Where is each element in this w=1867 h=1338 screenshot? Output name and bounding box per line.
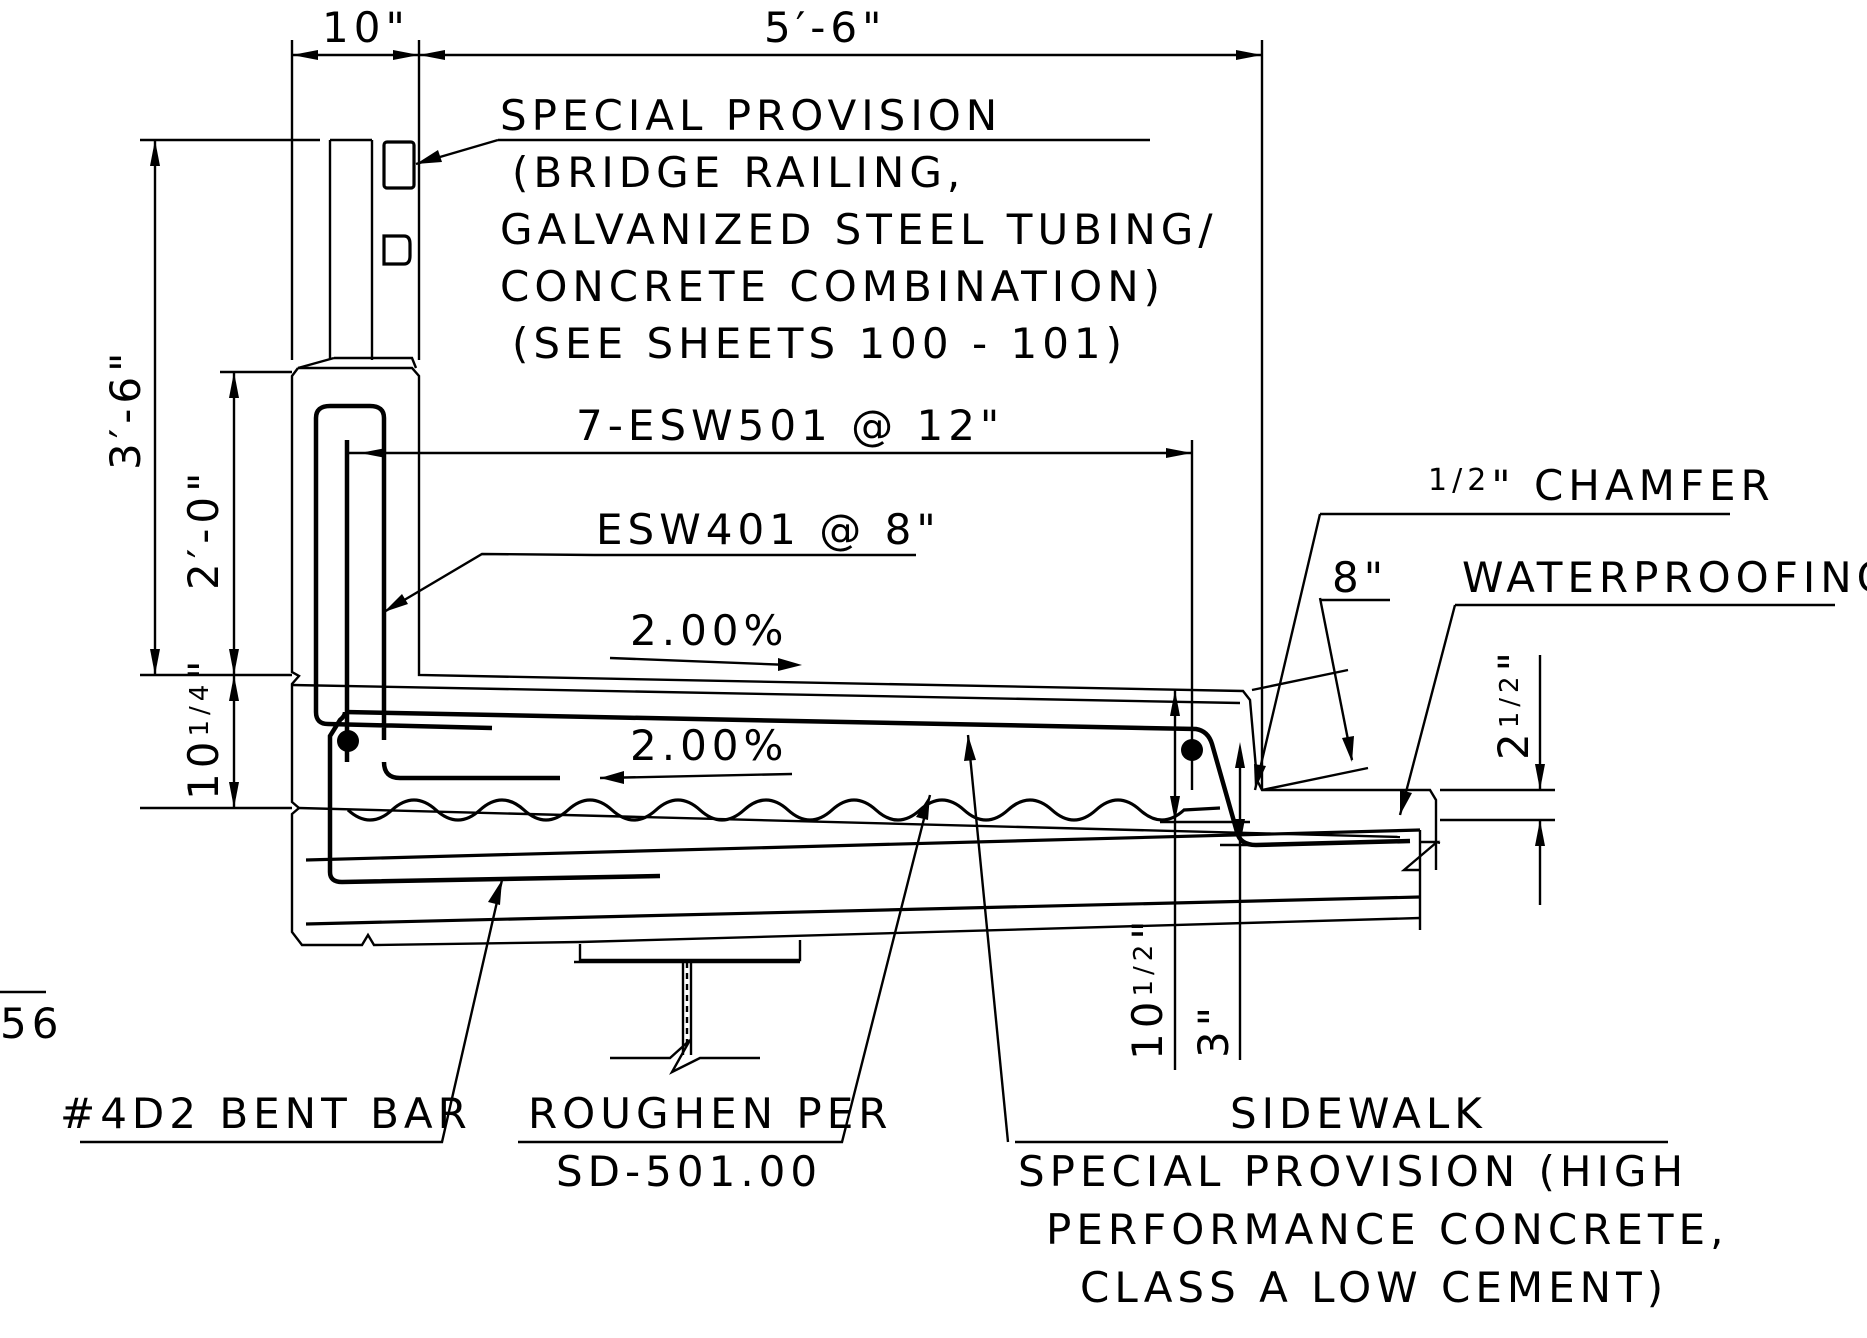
- esw401-label: ESW401 @ 8": [596, 505, 941, 554]
- concrete-outline: [290, 138, 1441, 964]
- rebar-labels: 7-ESW501 @ 12" ESW401 @ 8" 2.00% 2.00%: [576, 401, 1004, 770]
- sidewalk-label-line-3: PERFORMANCE CONCRETE,: [1046, 1205, 1728, 1254]
- dim-chamfer-offset: 8": [1332, 553, 1388, 602]
- dim-curb-offset: 3": [1189, 1002, 1238, 1058]
- dim-railing-width: 10": [322, 3, 410, 52]
- edge-fragment-label: 56: [0, 999, 63, 1048]
- waterproofing-label: WATERPROOFING: [1462, 553, 1867, 602]
- chamfer-label: 1/2" CHAMFER: [1428, 461, 1775, 510]
- railing-note-line-1: SPECIAL PROVISION: [500, 91, 1002, 140]
- dim-curb-height: 21/2": [1489, 647, 1538, 760]
- dimension-labels: 10" 5′-6" 3′-6" 2′-0" 101/4" 101/2" 3" 2…: [101, 3, 1538, 1060]
- slope-bottom-label: 2.00%: [630, 721, 788, 770]
- dimension-lines: [140, 40, 1555, 1070]
- esw501-label: 7-ESW501 @ 12": [576, 401, 1004, 450]
- dim-parapet-height: 2′-0": [179, 468, 228, 590]
- girder-stem: [610, 962, 760, 1075]
- railing-note-line-2: (BRIDGE RAILING,: [512, 148, 965, 197]
- roughen-label-line-2: SD-501.00: [556, 1147, 822, 1196]
- dim-slab-depth-right: 101/2": [1123, 915, 1172, 1060]
- bottom-notes: #4D2 BENT BAR ROUGHEN PER SD-501.00 SIDE…: [0, 999, 1728, 1312]
- roughen-label-line-1: ROUGHEN PER: [528, 1089, 892, 1138]
- slope-top-label: 2.00%: [630, 606, 788, 655]
- dim-slab-depth-left: 101/4": [179, 655, 228, 800]
- leader-lines: [0, 138, 1835, 1144]
- sidewalk-label-line-4: CLASS A LOW CEMENT): [1080, 1263, 1668, 1312]
- dim-sidewalk-width: 5′-6": [764, 3, 886, 52]
- right-notes: 1/2" CHAMFER WATERPROOFING: [1428, 461, 1867, 602]
- dim-total-height: 3′-6": [101, 348, 150, 470]
- special-provision-railing-note: SPECIAL PROVISION (BRIDGE RAILING, GALVA…: [500, 91, 1218, 368]
- sidewalk-label-line-1: SIDEWALK: [1230, 1089, 1487, 1138]
- railing-note-line-5: (SEE SHEETS 100 - 101): [512, 319, 1127, 368]
- railing-note-line-4: CONCRETE COMBINATION): [500, 262, 1165, 311]
- railing-note-line-3: GALVANIZED STEEL TUBING/: [500, 205, 1218, 254]
- bent-bar-label: #4D2 BENT BAR: [60, 1089, 472, 1138]
- reinforcement-bars: [313, 403, 1411, 885]
- sidewalk-label-line-2: SPECIAL PROVISION (HIGH: [1018, 1147, 1688, 1196]
